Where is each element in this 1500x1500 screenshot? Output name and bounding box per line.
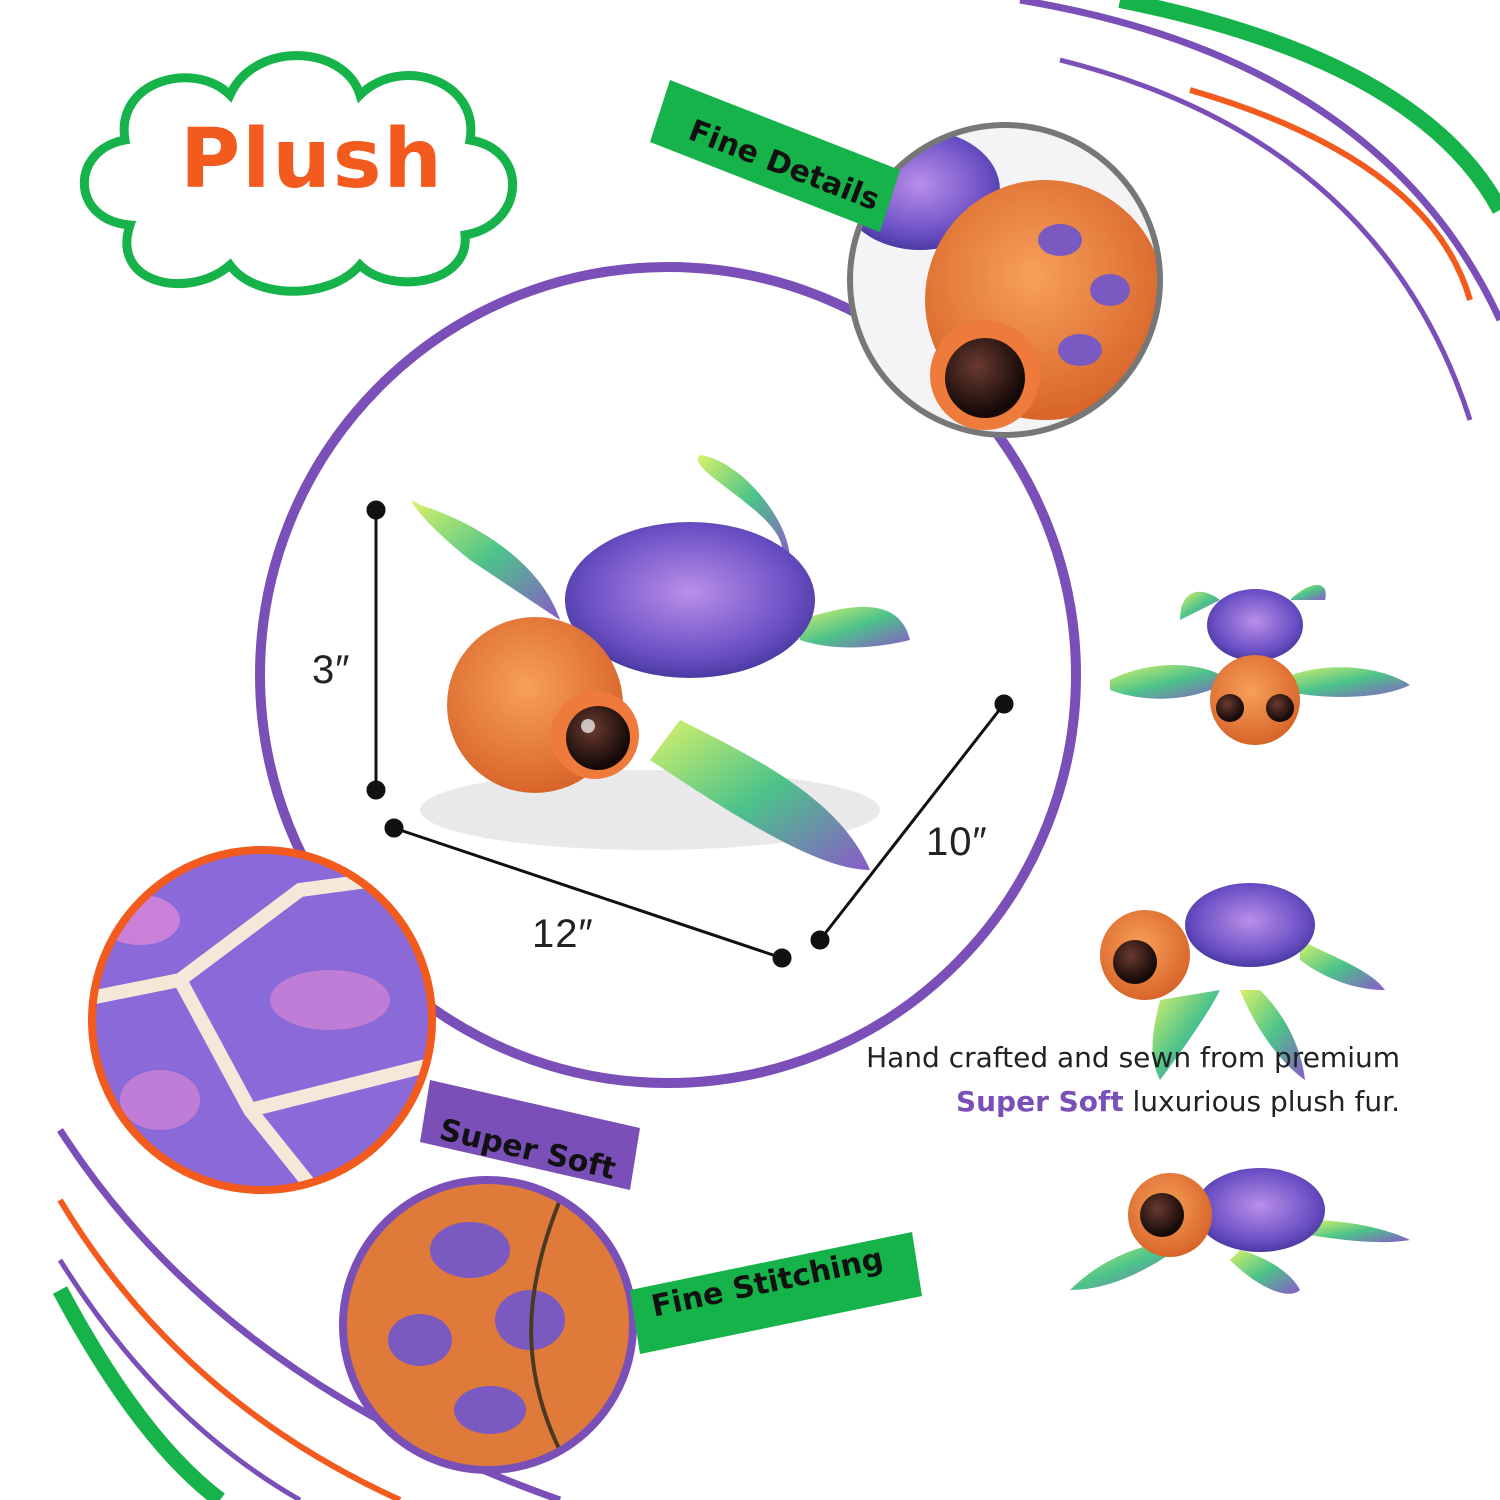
turtle-view-angle (1070, 1168, 1410, 1294)
height-dimension-label: 3″ (312, 648, 351, 692)
length-dimension-label: 12″ (532, 912, 594, 956)
caption-line-1: Hand crafted and sewn from premium (866, 1041, 1400, 1074)
turtle-view-side (1100, 883, 1385, 1080)
super-soft-closeup (88, 846, 436, 1194)
decorative-arcs (52, 0, 1500, 1500)
turtle-plush (412, 455, 910, 870)
caption-highlight: Super Soft (955, 1085, 1124, 1118)
dimension-lines (366, 500, 1014, 968)
fine-details-closeup (847, 122, 1163, 438)
turtle-view-top (1110, 585, 1410, 745)
tag-fine-stitching (630, 1232, 922, 1354)
product-caption: Hand crafted and sewn from premium Super… (760, 1036, 1400, 1124)
caption-line-2-rest: luxurious plush fur. (1123, 1085, 1401, 1118)
width-dimension-label: 10″ (926, 820, 988, 864)
cloud-badge (79, 51, 518, 296)
plush-badge-label: Plush (180, 112, 444, 207)
tag-super-soft (420, 1080, 640, 1190)
tag-fine-details (650, 80, 900, 232)
caption-line-2: Super Soft luxurious plush fur. (760, 1080, 1400, 1124)
fine-stitching-closeup (339, 1176, 637, 1474)
